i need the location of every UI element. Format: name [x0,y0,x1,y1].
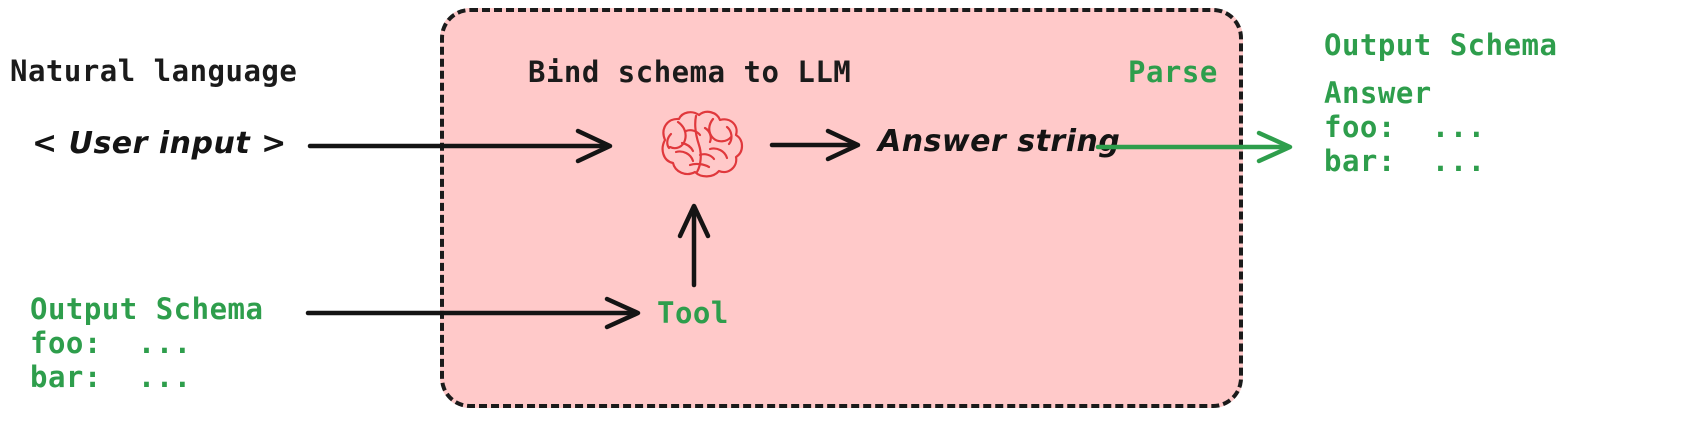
answer-string-label: Answer string [878,124,1121,159]
output-schema-title: Output Schema [1324,28,1558,62]
input-output-schema-block: Output Schema foo: ... bar: ... [30,292,263,394]
input-schema-line-foo: foo: ... [30,326,192,360]
output-schema-block: Output Schema Answer foo: ... bar: ... [1324,28,1557,178]
user-input-label: < User input > [32,126,287,161]
input-schema-line-bar: bar: ... [30,360,192,394]
output-schema-line-foo: foo: ... [1324,110,1486,144]
parse-label: Parse [1128,55,1218,89]
bind-schema-to-llm-label: Bind schema to LLM [528,55,852,89]
tool-label: Tool [657,296,729,330]
llm-boundary-box [440,8,1243,408]
output-schema-line-bar: bar: ... [1324,144,1486,178]
output-schema-answer-label: Answer [1324,76,1432,110]
natural-language-label: Natural language [10,54,298,88]
schema-spacer [1324,62,1557,76]
input-schema-title: Output Schema [30,292,264,326]
